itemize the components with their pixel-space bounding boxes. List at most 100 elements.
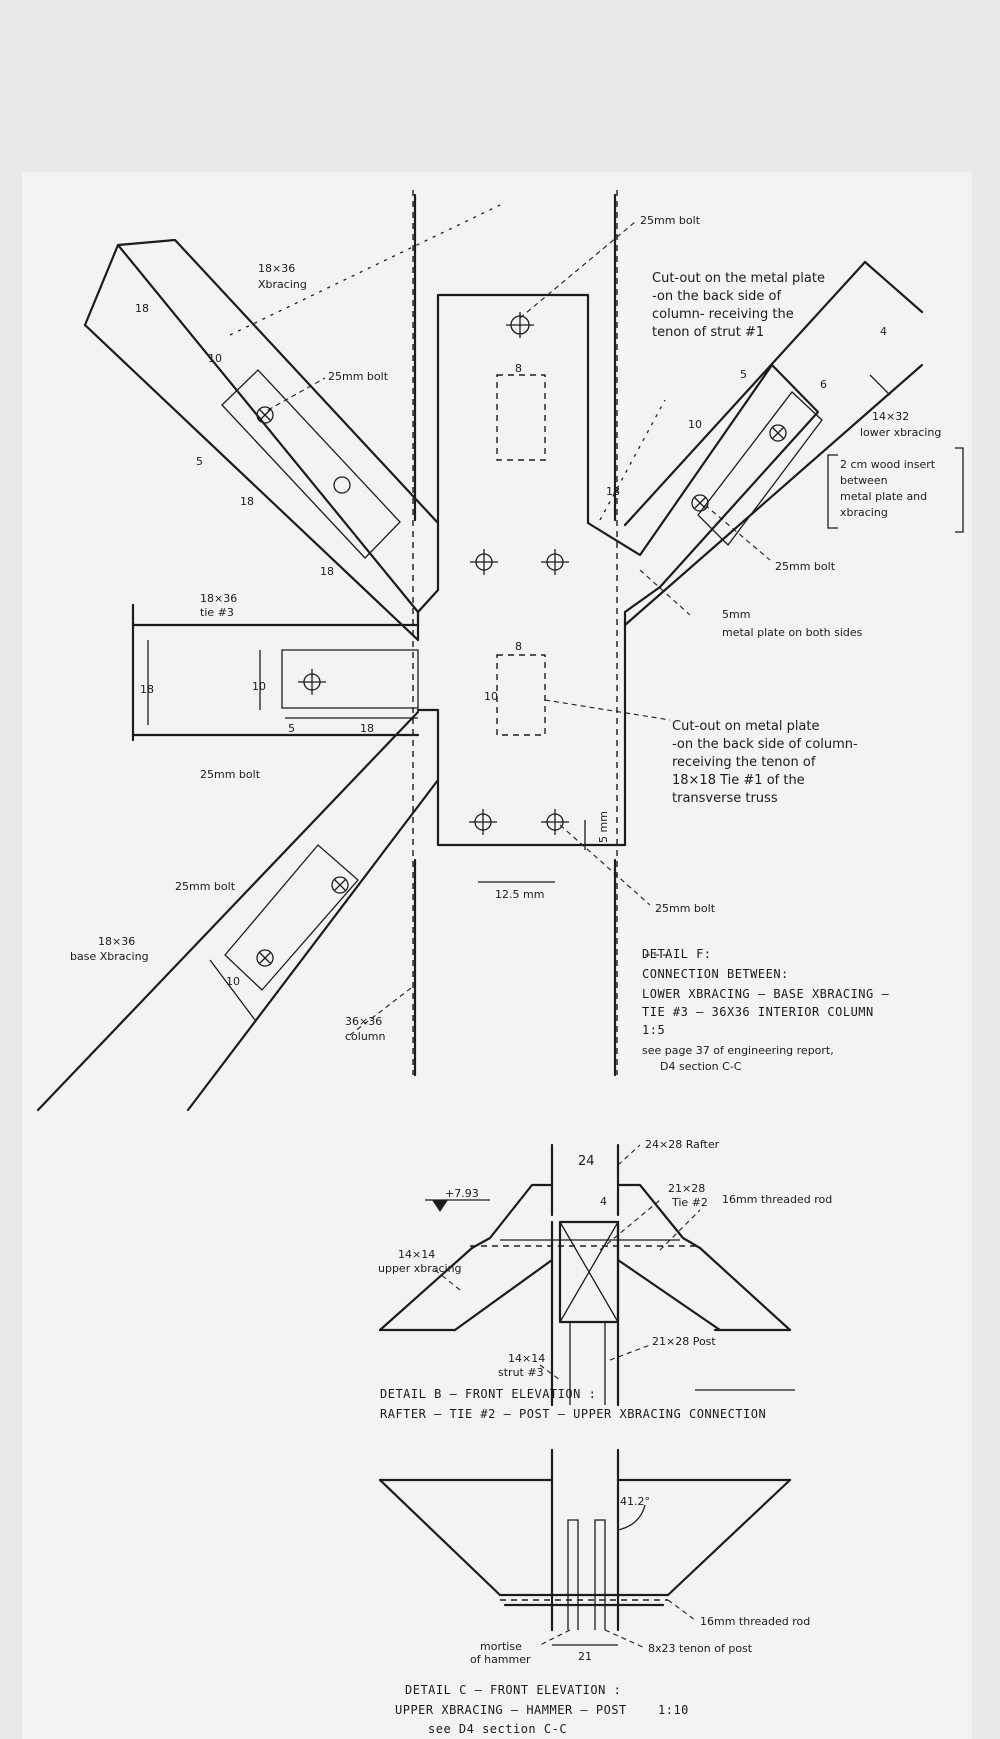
- brace-c-right: [666, 1478, 792, 1597]
- leader-line: [639, 569, 691, 616]
- dim-18-tie: 18: [140, 683, 154, 696]
- tie-insert: [281, 649, 419, 709]
- dim-10-right: 10: [688, 418, 702, 431]
- leader-line: [519, 221, 636, 319]
- caption-f-line1: CONNECTION BETWEEN:: [642, 967, 789, 981]
- label-strut: 14×14: [508, 1352, 545, 1365]
- label-cutout-top-2: -on the back side of: [652, 289, 781, 304]
- label-bolt-lower-left: 25mm bolt: [175, 880, 236, 893]
- label-bolt-top-right: 25mm bolt: [640, 214, 701, 227]
- upper-left-xbracing: [116, 238, 440, 614]
- label-rod-c: 16mm threaded rod: [700, 1615, 810, 1628]
- dim-10-bottom: 10: [226, 975, 240, 988]
- label-bolt-bottom: 25mm bolt: [655, 902, 716, 915]
- dim-5-right: 5: [740, 368, 747, 381]
- leader-line: [659, 1209, 701, 1251]
- label-bolt-left: 25mm bolt: [200, 768, 261, 781]
- xbracing-cut: [83, 243, 120, 327]
- label-upper-left-member-2: Xbracing: [258, 278, 307, 291]
- label-tie-member: 18×36: [200, 592, 237, 605]
- right-xbracing-upper-edge: [623, 260, 867, 527]
- label-bolt-right: 25mm bolt: [775, 560, 836, 573]
- label-cutout-top-3: column- receiving the: [652, 307, 794, 322]
- dimension-line: [869, 374, 891, 396]
- label-column-member: 36×36: [345, 1015, 382, 1028]
- label-cutout-mid: Cut-out on metal plate: [672, 719, 820, 734]
- bolt-group: [256, 312, 787, 967]
- caption-c-scale: 1:10: [658, 1703, 689, 1717]
- dim-10-tie: 10: [252, 680, 266, 693]
- dim-5-tie: 5: [288, 722, 295, 735]
- leader-line: [539, 1364, 561, 1381]
- label-dim-21: 21: [578, 1650, 592, 1663]
- label-strut-2: strut #3: [498, 1366, 544, 1379]
- bolt-icon: [256, 406, 274, 424]
- caption-b-line2: RAFTER – TIE #2 – POST – UPPER XBRACING …: [380, 1407, 766, 1421]
- brace-right-outer: [698, 1246, 792, 1332]
- leader-line: [667, 1599, 696, 1621]
- label-dim-24: 24: [578, 1154, 595, 1169]
- caption-f-line3: TIE #3 – 36X36 INTERIOR COLUMN: [642, 1005, 874, 1019]
- label-base-member: 18×36: [98, 935, 135, 948]
- dim-18-top: 18: [135, 302, 149, 315]
- detail-f: 25mm bolt Cut-out on the metal plate -on…: [36, 190, 964, 1112]
- label-column-member-2: column: [345, 1030, 386, 1043]
- label-angle: 41.2°: [620, 1495, 650, 1508]
- label-post: 21×28 Post: [652, 1335, 716, 1348]
- label-upper-brace-2: upper xbracing: [378, 1262, 462, 1275]
- tenon-left: [567, 1519, 579, 1630]
- label-dim-4: 4: [600, 1195, 607, 1208]
- dim-6-right: 6: [820, 378, 827, 391]
- label-upper-left-member: 18×36: [258, 262, 295, 275]
- label-level: +7.93: [445, 1187, 479, 1200]
- leader-line: [267, 377, 326, 411]
- dim-18-tie-len: 18: [360, 722, 374, 735]
- dimension-line: [209, 959, 256, 1021]
- leader-line: [604, 1629, 646, 1649]
- label-plate-note-2: metal plate on both sides: [722, 626, 863, 639]
- label-plate-note: 5mm: [722, 608, 750, 621]
- caption-c-line1: DETAIL C – FRONT ELEVATION :: [405, 1683, 621, 1697]
- label-tie: 21×28: [668, 1182, 705, 1195]
- label-mortise: mortise: [480, 1640, 522, 1653]
- dim-18-left: 18: [240, 495, 254, 508]
- tie-cross-2: [559, 1221, 619, 1323]
- leader-line: [349, 984, 416, 1036]
- tenon-right: [594, 1519, 606, 1630]
- label-bolt-upper-left: 25mm bolt: [328, 370, 389, 383]
- label-dim-spacing: 12.5 mm: [495, 888, 544, 901]
- caption-f-line6: D4 section C-C: [660, 1060, 742, 1073]
- label-cutout-mid-2: -on the back side of column-: [672, 737, 858, 752]
- bolt-icon: [331, 876, 349, 894]
- bracket-left: [827, 454, 838, 529]
- label-tie-2: Tie #2: [671, 1196, 708, 1209]
- bolt-icon: [769, 424, 787, 442]
- dim-4-right: 4: [880, 325, 887, 338]
- leader-line: [617, 1144, 641, 1166]
- label-right-member: 14×32: [872, 410, 909, 423]
- leader-line: [599, 1199, 661, 1251]
- label-wood-insert-2: between: [840, 474, 888, 487]
- angle-arc: [617, 1504, 646, 1531]
- bolt-icon: [333, 476, 351, 494]
- bracket-right: [955, 447, 964, 533]
- detail-c: 41.2° 16mm threaded rod mortise of hamme…: [378, 1448, 810, 1736]
- brace-left-outer: [378, 1246, 474, 1332]
- label-mortise-2: of hammer: [470, 1653, 531, 1666]
- brace-c-left: [378, 1478, 502, 1597]
- leader-line: [559, 824, 651, 906]
- dim-8-top: 8: [515, 362, 522, 375]
- label-tie-member-2: tie #3: [200, 606, 234, 619]
- bolt-icon: [256, 949, 274, 967]
- right-xbracing-lower-edge: [623, 363, 924, 627]
- caption-f-title: DETAIL F:: [642, 947, 712, 961]
- label-base-member-2: base Xbracing: [70, 950, 149, 963]
- upper-left-xbracing-lower-edge: [83, 323, 420, 642]
- brace-right-inner: [616, 1258, 722, 1332]
- brace-left-inner: [453, 1258, 554, 1332]
- detail-b: 24×28 Rafter 24 +7.93 4 21×28 Tie #2 16m…: [378, 1138, 832, 1421]
- base-insert: [224, 844, 359, 991]
- dim-8-mid: 8: [515, 640, 522, 653]
- label-dim-vertical: 5 mm: [597, 811, 610, 843]
